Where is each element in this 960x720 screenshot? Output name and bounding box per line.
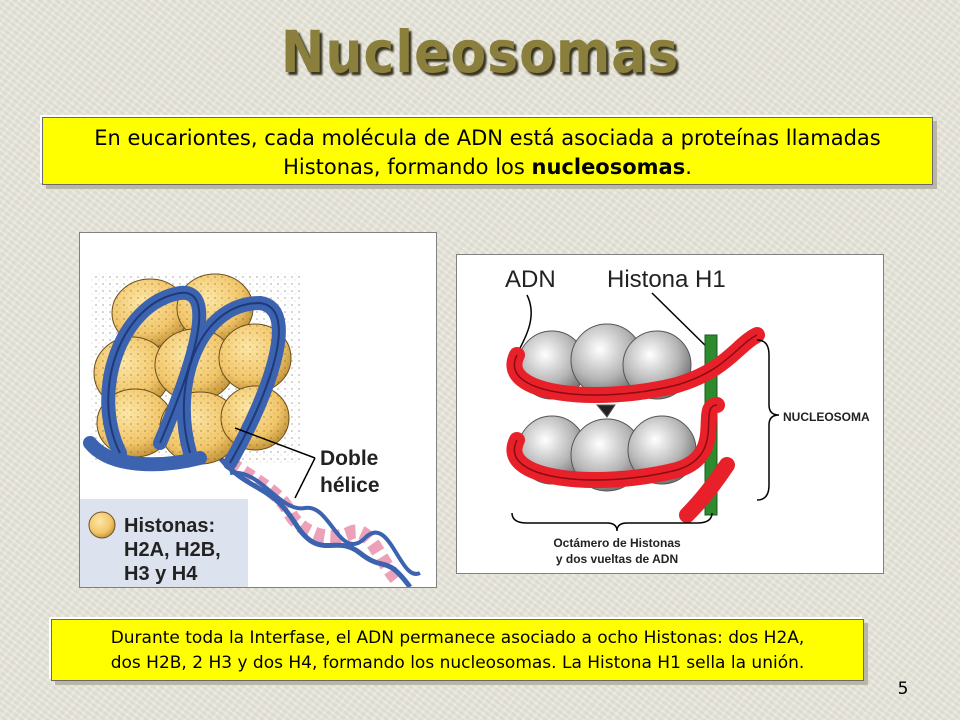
pointer-line-2 — [294, 457, 316, 499]
label-adn: ADN — [505, 266, 556, 293]
intro-line-2-suffix: . — [685, 155, 692, 179]
dna-turns-outline — [513, 334, 758, 481]
nucleosome-schematic-right: ADN Histona H1 NUCLEOSOMA — [456, 254, 884, 574]
nucleosome-illustration-left: Doble hélice Histonas: H2A, H2B, H3 y H4 — [79, 232, 437, 588]
histone-legend-icon — [88, 511, 116, 539]
intro-line-2-prefix: Histonas, formando los — [283, 155, 532, 179]
summary-line-2: dos H2B, 2 H3 y dos H4, formando los nuc… — [110, 653, 805, 673]
nucleosome-schematic: ADN Histona H1 NUCLEOSOMA — [505, 266, 870, 566]
label-helice: hélice — [320, 474, 380, 497]
adn-pointer — [518, 294, 532, 351]
nucleosoma-bracket — [756, 339, 780, 501]
legend-title: Histonas: — [124, 515, 215, 537]
histone-legend: Histonas: H2A, H2B, H3 y H4 — [80, 499, 248, 587]
caption-line-2: y dos vueltas de ADN — [556, 552, 678, 566]
octamer-bracket — [511, 512, 713, 532]
summary-textbox: Durante toda la Interfase, el ADN perman… — [51, 619, 864, 681]
page-title: Nucleosomas — [280, 18, 680, 86]
double-helix-strand — [218, 456, 421, 587]
intro-line-2: Histonas, formando los nucleosomas. — [43, 153, 932, 182]
summary-line-1: Durante toda la Interfase, el ADN perman… — [110, 628, 805, 648]
label-doble: Doble — [320, 447, 378, 470]
page-number: 5 — [897, 679, 909, 699]
intro-line-1: En eucariontes, cada molécula de ADN est… — [94, 126, 881, 150]
pointer-line-1 — [234, 427, 316, 459]
dna-wrap-outline — [107, 291, 280, 464]
label-nucleosoma: NUCLEOSOMA — [783, 410, 870, 424]
histone-octamer-spheres — [517, 323, 697, 492]
histone-dna-diagram: Doble hélice Histonas: H2A, H2B, H3 y H4 — [80, 273, 421, 587]
intro-textbox: En eucariontes, cada molécula de ADN est… — [42, 117, 933, 185]
caption-line-1: Octámero de Histonas — [553, 536, 681, 550]
legend-line-1: H2A, H2B, — [124, 539, 221, 561]
legend-line-2: H3 y H4 — [124, 563, 198, 585]
intro-bold-term: nucleosomas — [531, 155, 686, 179]
label-histona-h1: Histona H1 — [607, 266, 726, 293]
